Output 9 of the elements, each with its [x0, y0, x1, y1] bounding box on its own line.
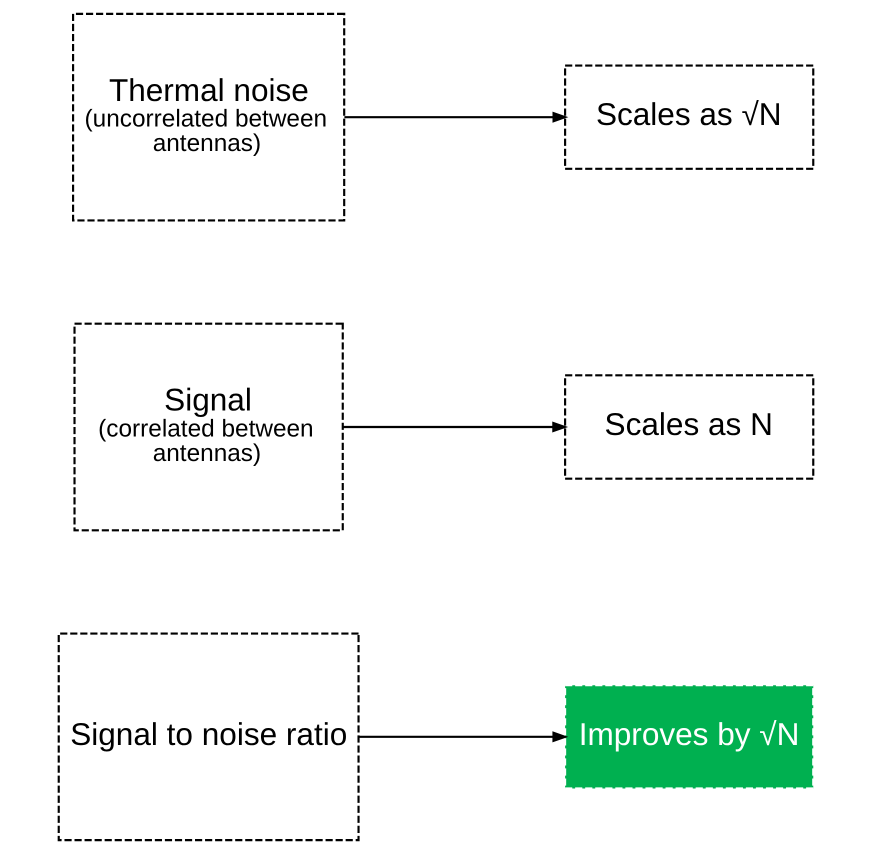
node-box: Scales as √N — [564, 64, 814, 170]
node-box: Signal (correlated between antennas) — [73, 322, 344, 532]
node-box: Scales as N — [564, 374, 814, 480]
arrow — [358, 731, 568, 742]
arrow — [343, 421, 568, 433]
arrow — [344, 112, 568, 123]
node-box: Improves by √N — [564, 684, 814, 790]
node-box: Thermal noise (uncorrelated between antennas) — [72, 12, 346, 222]
node-box: Signal to noise ratio — [58, 632, 360, 842]
